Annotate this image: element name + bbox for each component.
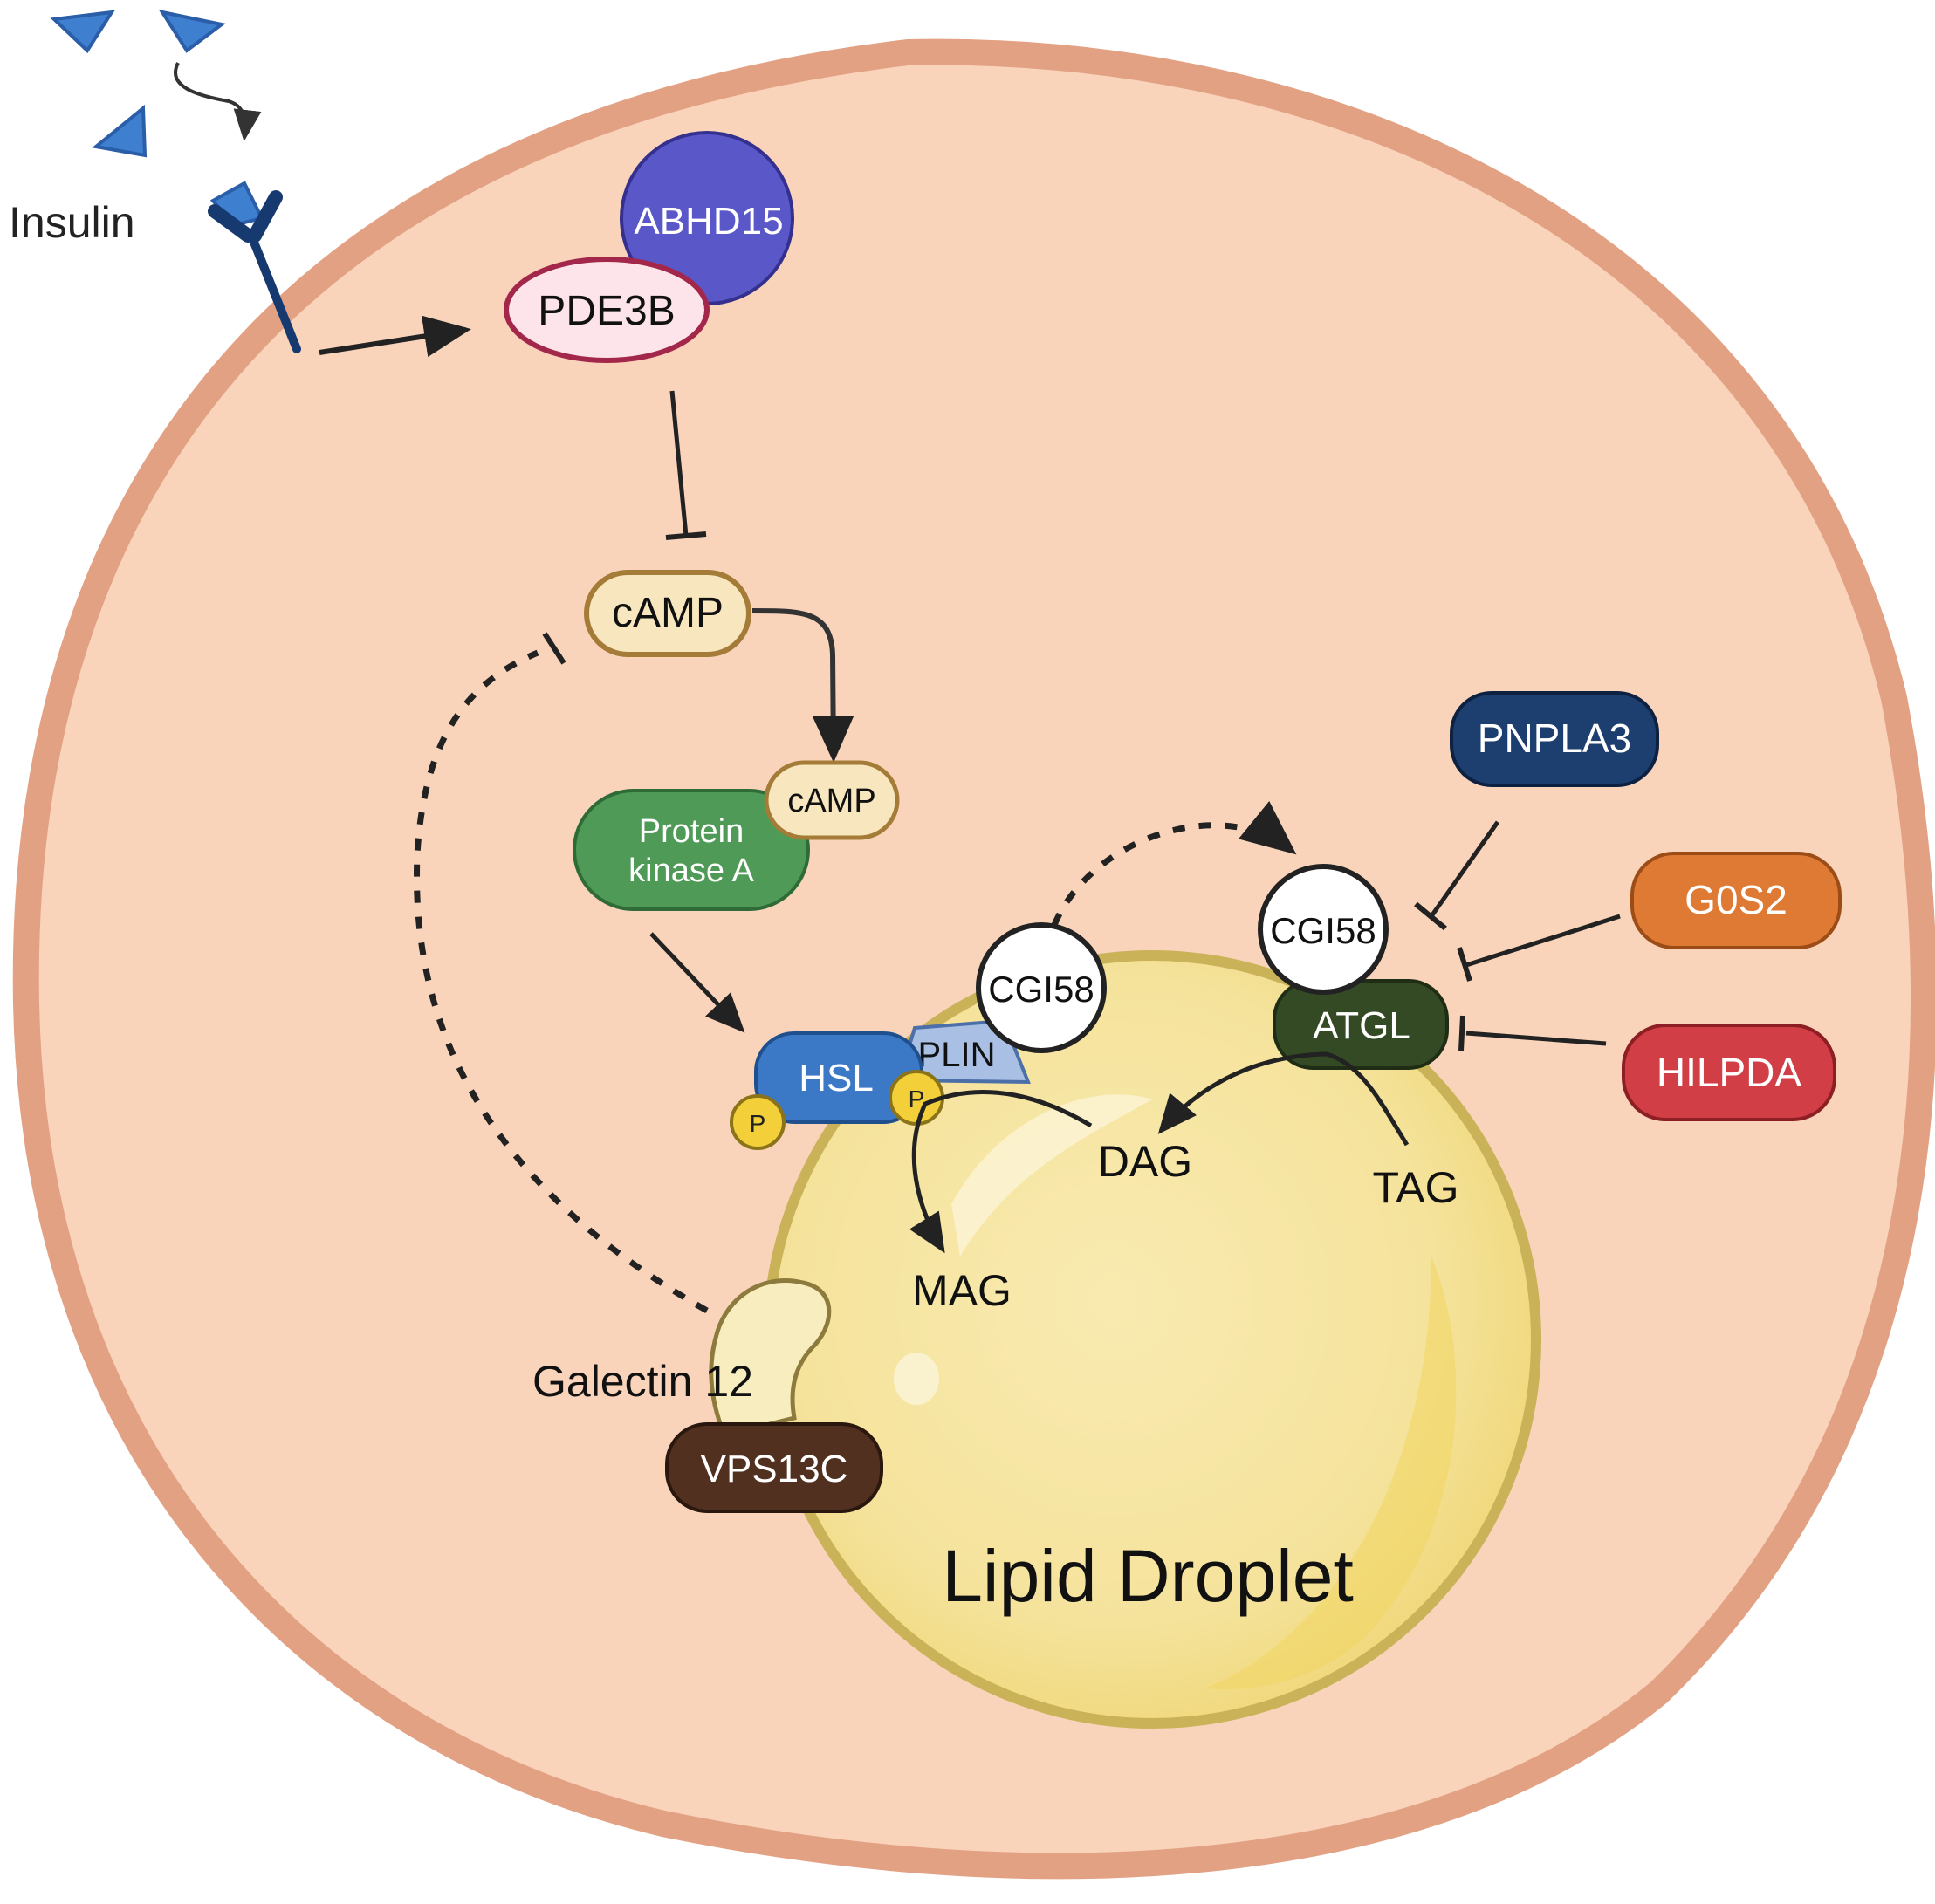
lipid-droplet-label: Lipid Droplet — [942, 1535, 1354, 1617]
inhibition-pnpla3-to-atgl — [1414, 820, 1500, 931]
pka-label-line1: Protein — [639, 813, 744, 850]
plin-label: PLIN — [918, 1036, 996, 1074]
vps13c-label: VPS13C — [701, 1448, 848, 1490]
phosphate-hsl-label: P — [750, 1110, 766, 1137]
insulin-receptor-icon — [208, 181, 301, 353]
cgi58-atgl-node: CGI58 — [1258, 864, 1389, 995]
cgi58-hsl-node: CGI58 — [976, 922, 1107, 1053]
insulin-molecule-icon — [92, 104, 148, 158]
galectin12-node: Galectin 12 — [532, 1277, 832, 1438]
insulin-molecule-icon — [158, 10, 226, 53]
binding-arrow — [174, 62, 262, 141]
tag-label: TAG — [1372, 1163, 1458, 1212]
dag-label: DAG — [1098, 1137, 1192, 1186]
pnpla3-node: PNPLA3 — [1450, 691, 1659, 787]
atgl-label: ATGL — [1313, 1004, 1410, 1047]
arrow-camp-to-pka — [751, 608, 854, 763]
phosphate-plin-icon: P — [889, 1070, 944, 1126]
pka-label-line2: kinase A — [628, 853, 754, 889]
vps13c-node: VPS13C — [665, 1422, 883, 1513]
g0s2-label: G0S2 — [1685, 877, 1787, 922]
arrow-pka-to-hsl — [649, 932, 745, 1033]
camp-label: cAMP — [612, 590, 724, 636]
abhd15-node: ABHD15 — [620, 131, 794, 305]
inhibition-galectin12-to-camp — [414, 632, 709, 1314]
insulin-molecule-icon — [50, 10, 115, 54]
galectin12-label: Galectin 12 — [532, 1357, 753, 1406]
g0s2-node: G0S2 — [1630, 852, 1842, 949]
pde3b-label: PDE3B — [538, 288, 675, 334]
insulin-label: Insulin — [9, 198, 135, 247]
hsl-label: HSL — [799, 1057, 874, 1099]
hilpda-node: HILPDA — [1622, 1024, 1836, 1121]
abhd15-label: ABHD15 — [634, 200, 783, 243]
plin-node: PLIN — [896, 1018, 1031, 1085]
inhibition-g0s2-to-atgl — [1457, 914, 1621, 982]
insulin-group: Insulin — [9, 10, 301, 353]
camp-node: cAMP — [584, 570, 751, 657]
pde3b-node: PDE3B — [504, 257, 710, 363]
arrow-tag-to-dag — [1157, 1051, 1410, 1147]
hilpda-label: HILPDA — [1657, 1050, 1801, 1095]
lipid-droplet: Lipid Droplet — [763, 950, 1541, 1729]
protein-kinase-a-node: Protein kinase A — [573, 789, 810, 911]
cgi58-atgl-label: CGI58 — [1270, 910, 1376, 951]
arrow-receptor-to-pde3b — [319, 315, 471, 358]
phosphate-hsl-icon: P — [730, 1094, 786, 1150]
inhibition-pde3b-to-camp — [665, 390, 707, 540]
cgi58-hsl-label: CGI58 — [988, 969, 1094, 1010]
camp-bound-node: cAMP — [764, 760, 900, 840]
inhibition-hilpda-to-atgl — [1458, 1015, 1607, 1051]
mag-label: MAG — [912, 1266, 1012, 1315]
arrow-dag-to-mag — [909, 1089, 1093, 1254]
pnpla3-label: PNPLA3 — [1478, 716, 1631, 761]
camp-bound-label: cAMP — [787, 783, 875, 819]
arrow-cgi58-translocation — [1051, 800, 1297, 927]
atgl-node: ATGL — [1273, 979, 1449, 1070]
phosphate-plin-label: P — [909, 1086, 925, 1113]
